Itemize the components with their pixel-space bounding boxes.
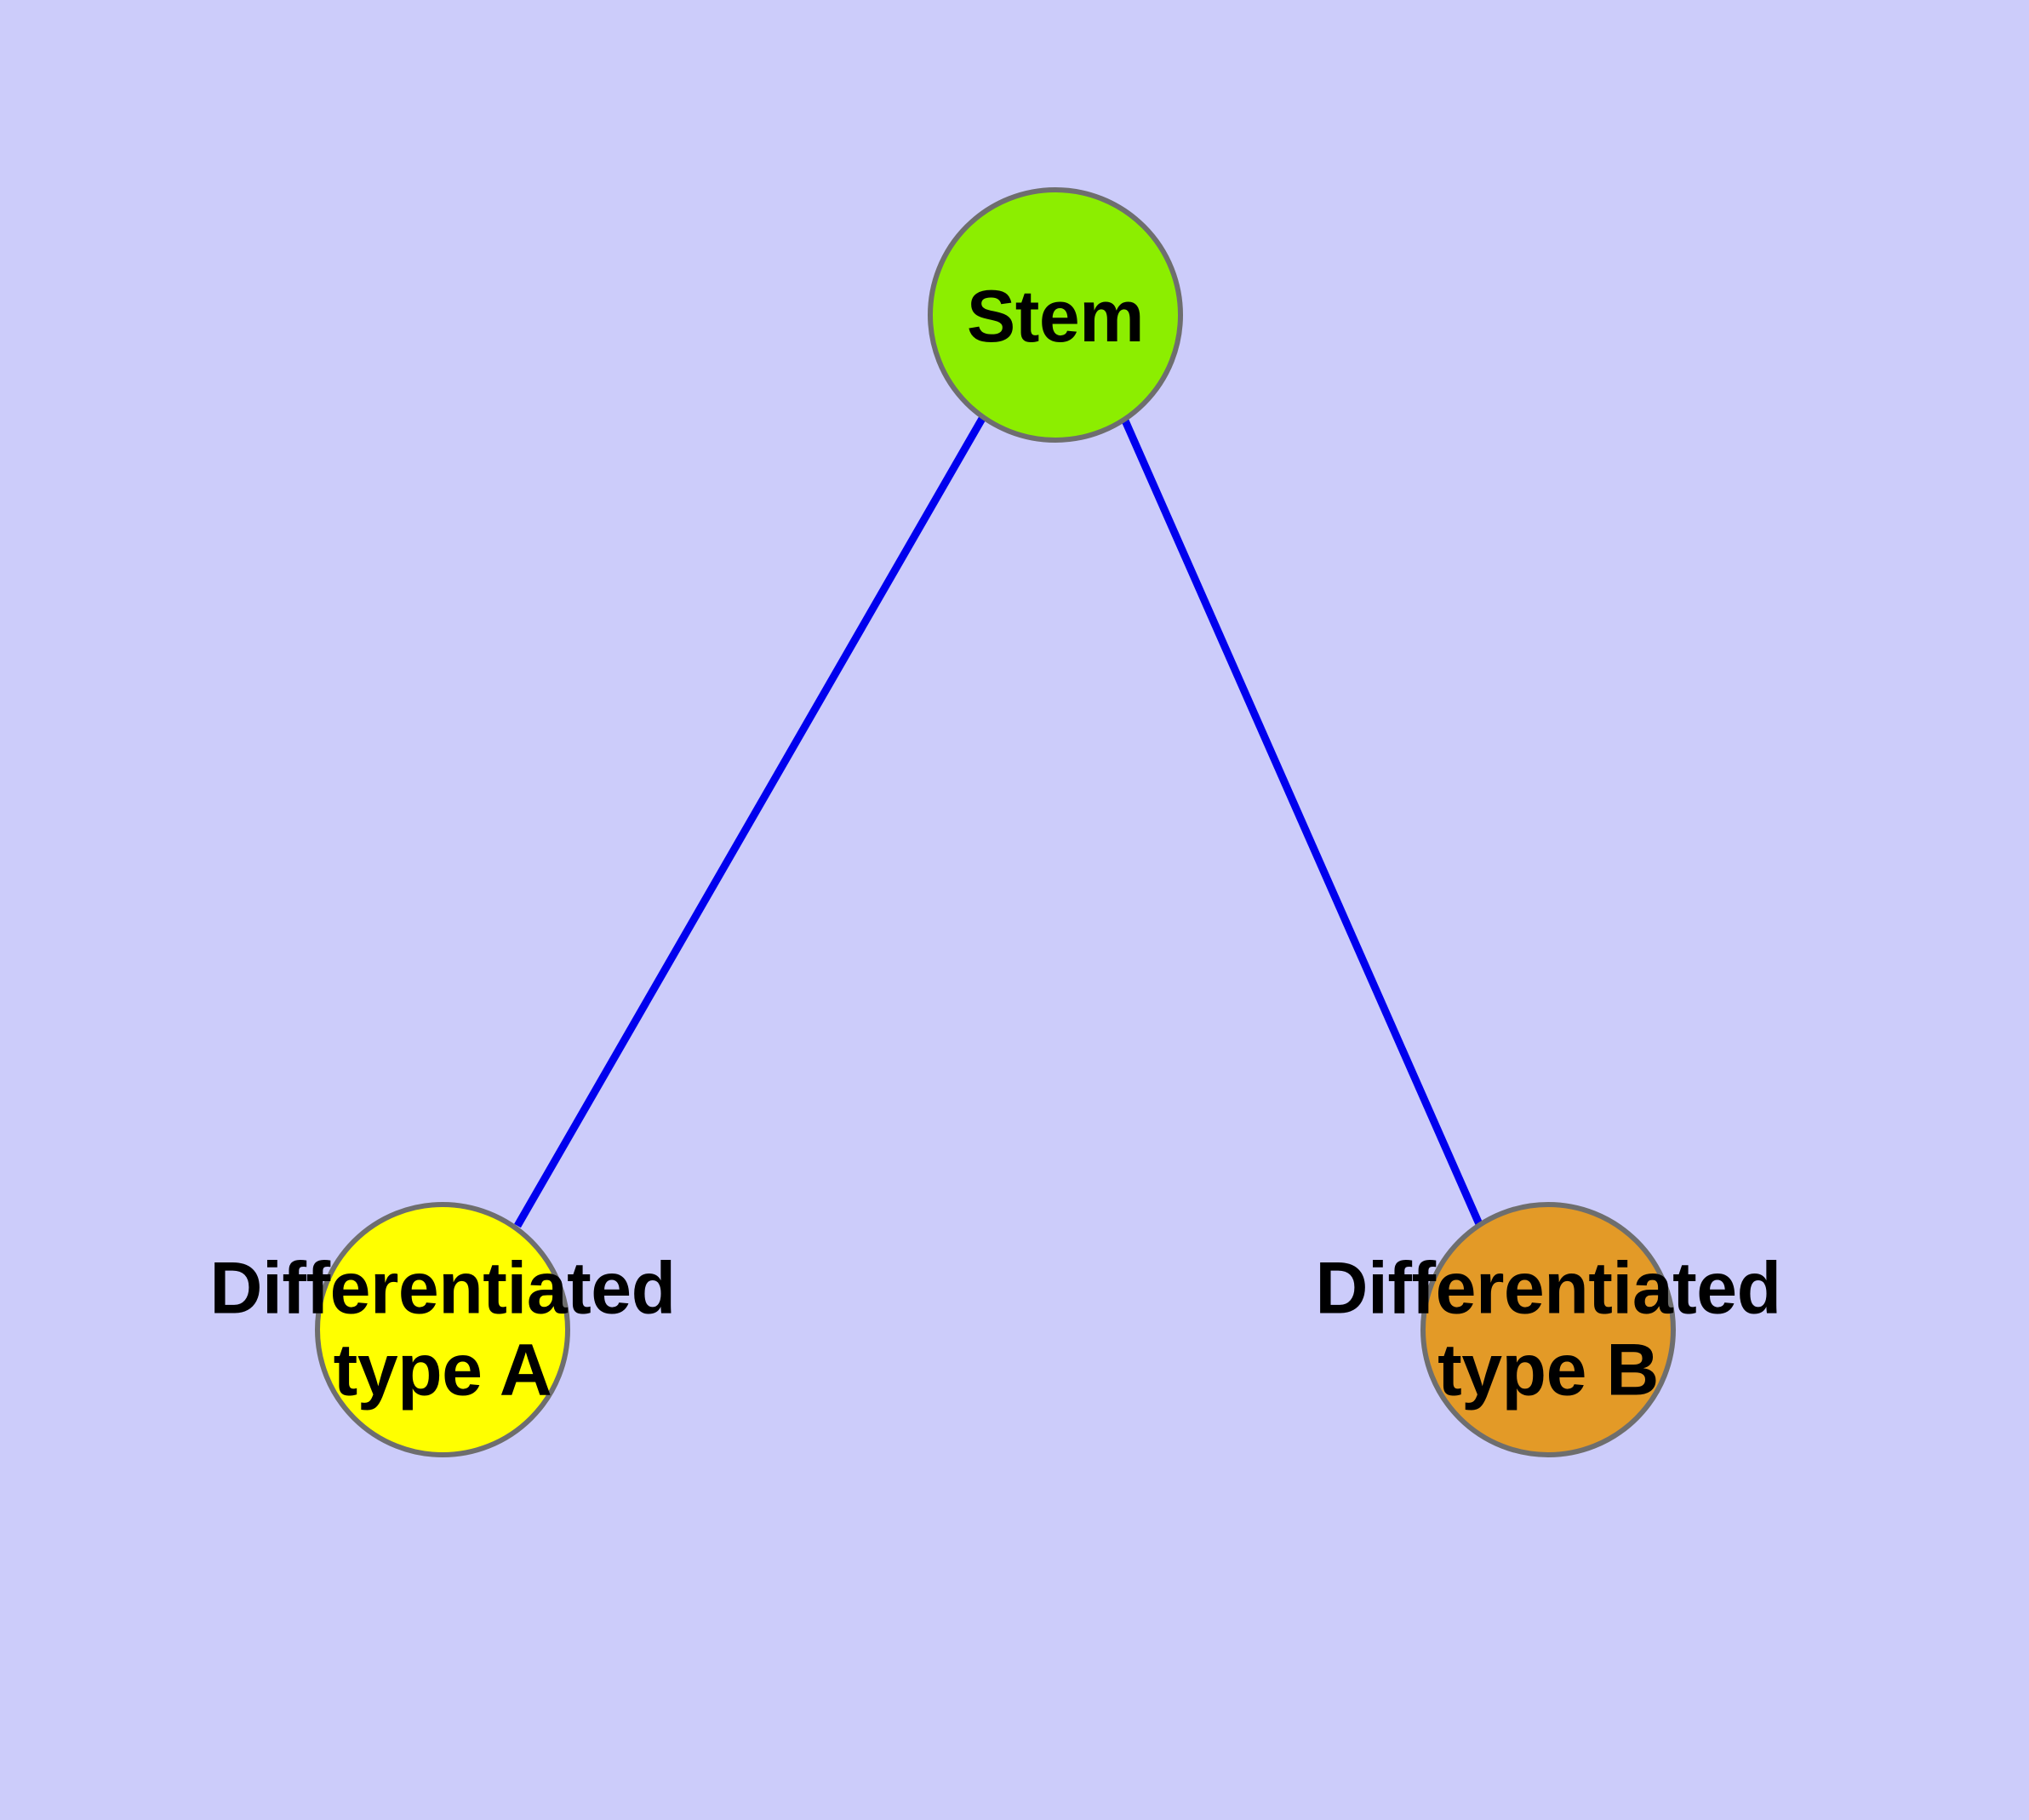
node-stem-label: Stem <box>966 275 1145 358</box>
node-differentiated-type-a-circle[interactable] <box>315 1202 570 1457</box>
node-stem-circle[interactable] <box>928 187 1183 443</box>
node-differentiated-type-a-label: Differentiated type A <box>209 1247 676 1412</box>
node-differentiated-type-b-label: Differentiated type B <box>1315 1247 1781 1412</box>
node-differentiated-type-b-circle[interactable] <box>1420 1202 1676 1457</box>
node-differentiated-type-a-label-line-2: type A <box>333 1330 552 1411</box>
node-differentiated-type-a-label-line-1: Differentiated <box>209 1247 676 1330</box>
node-stem-label-line-1: Stem <box>966 275 1145 358</box>
edge-stem-to-diff-a <box>514 415 986 1228</box>
node-differentiated-type-b-label-line-1: Differentiated <box>1315 1247 1781 1330</box>
edge-stem-to-diff-b <box>1117 411 1483 1226</box>
node-differentiated-type-b-label-line-2: type B <box>1437 1330 1659 1411</box>
